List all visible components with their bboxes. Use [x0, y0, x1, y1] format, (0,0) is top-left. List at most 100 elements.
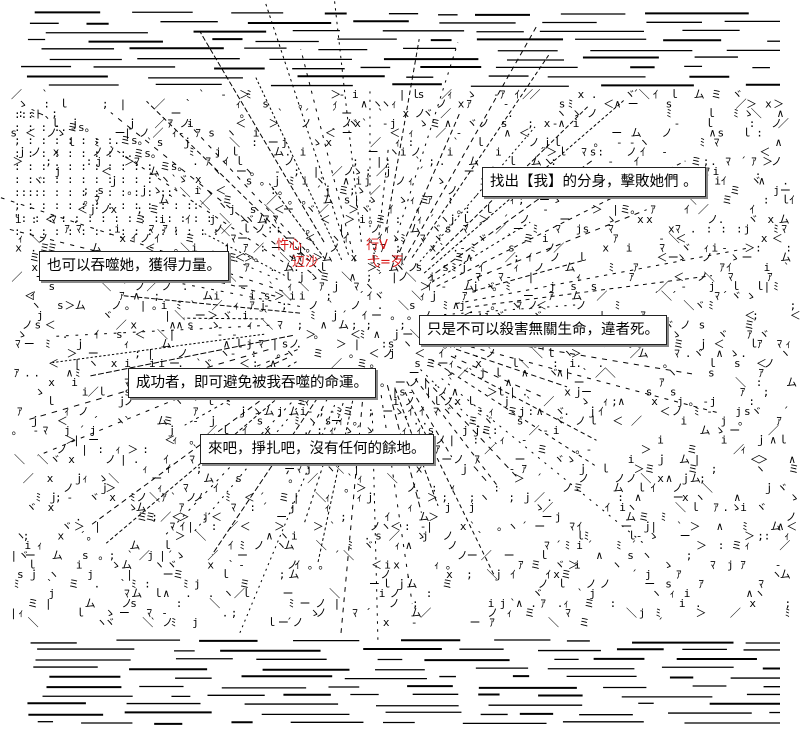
ascii-glyph: ノ [550, 251, 561, 264]
ascii-glyph: ノ [395, 174, 406, 187]
ascii-glyph: ム [419, 510, 430, 523]
ascii-glyph: ヾ [681, 242, 692, 255]
ascii-glyph: . [303, 424, 310, 437]
ascii-glyph: ノ [124, 395, 135, 408]
ascii-glyph: ゝ [743, 107, 754, 120]
ascii-glyph: ノ [193, 491, 204, 504]
ascii-glyph: ´ [330, 107, 337, 120]
ascii-glyph: : [736, 222, 743, 235]
ascii-glyph: ＼ [605, 366, 616, 379]
ascii-glyph: ; [279, 568, 286, 581]
ascii-glyph: ム [264, 405, 275, 418]
ascii-glyph: | [764, 280, 771, 293]
ascii-glyph: i [114, 222, 121, 235]
ascii-glyph: ＜ [390, 520, 401, 533]
ascii-glyph: ｌ [220, 568, 231, 581]
ascii-glyph: ´ [521, 520, 528, 533]
ascii-glyph: ー [341, 107, 352, 120]
ascii-glyph: ｱ [119, 290, 125, 303]
ascii-glyph: ー [542, 510, 553, 523]
ascii-glyph: ∧ [453, 299, 460, 312]
ascii-glyph: ｊ [257, 299, 268, 312]
ascii-glyph: ` [150, 616, 157, 629]
ascii-glyph: ム [690, 472, 701, 485]
ascii-glyph: ﾐ [708, 299, 714, 312]
ascii-glyph: ｲ [295, 558, 301, 571]
ascii-glyph: ゝ [663, 558, 674, 571]
ascii-glyph: ﾐ [131, 578, 137, 591]
ascii-glyph: ｱ [659, 376, 665, 389]
ascii-glyph: ー [88, 347, 99, 360]
ascii-glyph: ミ [722, 194, 733, 207]
ascii-glyph: ヾ [477, 232, 488, 245]
ascii-glyph: ∧ [635, 491, 642, 504]
ascii-glyph: ノ [92, 146, 103, 159]
ascii-glyph: ヾ [61, 520, 72, 533]
ascii-glyph: ＞ [690, 520, 701, 533]
ascii-glyph: ＜ [48, 357, 59, 370]
ascii-glyph: . [133, 453, 140, 466]
ascii-glyph: ﾐ [14, 578, 20, 591]
ascii-glyph: ｲ [721, 174, 727, 187]
ascii-glyph: . [439, 155, 446, 168]
ascii-glyph: ヽ [507, 520, 518, 533]
ascii-glyph: . [722, 501, 729, 514]
ascii-glyph: ミ [673, 338, 684, 351]
ascii-glyph: ‐ [509, 462, 516, 475]
ascii-glyph: s [501, 117, 508, 130]
ascii-glyph: ∧ [770, 434, 777, 447]
ascii-glyph: i [542, 232, 549, 245]
ascii-glyph: ; [45, 155, 52, 168]
ascii-glyph: ｊ [166, 424, 177, 437]
ascii-glyph: 。 [575, 443, 586, 456]
ascii-glyph: j [364, 174, 371, 187]
ascii-glyph: ー [742, 251, 753, 264]
ascii-glyph: ` [258, 395, 265, 408]
ascii-glyph: ー [680, 530, 691, 543]
ascii-glyph: ム [613, 482, 624, 495]
ascii-glyph: ´ [303, 107, 310, 120]
ascii-glyph: 。 [12, 424, 23, 437]
ascii-glyph: 。 [497, 520, 508, 533]
ascii-glyph: ; [703, 155, 710, 168]
ascii-glyph: ｨ [416, 203, 422, 216]
ascii-glyph: j [246, 338, 253, 351]
ascii-glyph: ‐ [274, 165, 281, 178]
ascii-glyph: ` [228, 558, 235, 571]
ascii-glyph: ｌ [706, 107, 717, 120]
ascii-glyph: ﾏ [704, 165, 710, 178]
ascii-glyph: ｌ [317, 261, 328, 274]
ascii-glyph: ; [395, 242, 402, 255]
ascii-glyph: ﾏ [544, 539, 550, 552]
ascii-glyph: ＼ [174, 309, 185, 322]
ascii-glyph: ノ [254, 539, 265, 552]
ascii-glyph: ｊ [126, 117, 137, 130]
ascii-glyph: ノ [316, 606, 327, 619]
ascii-glyph: ; [55, 491, 62, 504]
ascii-art-row: ::::: : : : : : : : : ::`＼ `ヽ [14, 186, 215, 199]
ascii-glyph: ｌ [557, 146, 568, 159]
ascii-glyph: ノ [370, 520, 381, 533]
ascii-glyph: ｌ [704, 117, 715, 130]
ascii-glyph: ` [448, 376, 455, 389]
ascii-glyph: | [650, 520, 657, 533]
ascii-glyph: ｲ [131, 232, 137, 245]
ascii-glyph: | [293, 491, 300, 504]
ascii-glyph: . [685, 347, 692, 360]
ascii-glyph: ノ [301, 117, 312, 130]
ascii-glyph: ノ [447, 184, 458, 197]
ascii-glyph: ー [673, 491, 684, 504]
ascii-glyph: ／ [266, 194, 277, 207]
ascii-glyph: j [721, 414, 728, 427]
ascii-glyph: ｨ [82, 472, 88, 485]
ascii-glyph: ﾏ [298, 251, 304, 264]
ascii-glyph: | [376, 155, 383, 168]
ascii-glyph: ゝ [175, 549, 186, 562]
ascii-glyph: ノ [487, 606, 498, 619]
ascii-glyph: ミ [135, 213, 146, 226]
ascii-glyph: ‐ [420, 520, 427, 533]
ascii-glyph: i [124, 357, 131, 370]
ascii-glyph: ノ [57, 443, 68, 456]
ascii-glyph: ﾏ [758, 578, 764, 591]
ascii-glyph: ＼ [548, 616, 559, 629]
